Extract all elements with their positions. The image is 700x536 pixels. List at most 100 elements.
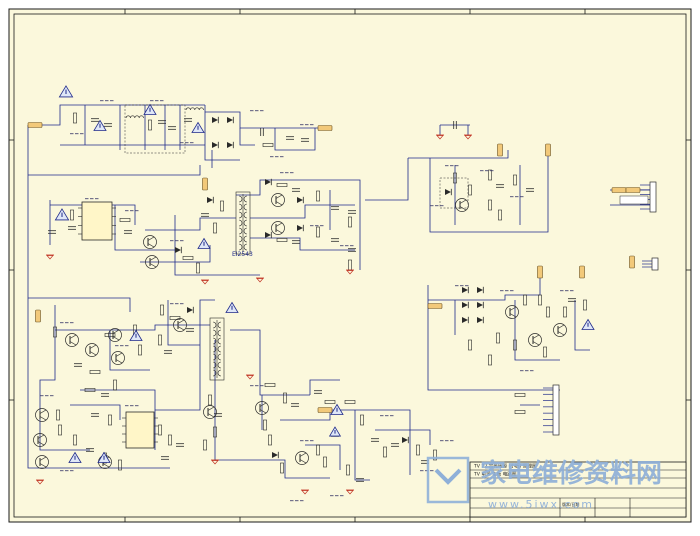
transistor-collector bbox=[39, 409, 47, 414]
drawing-frame-inner bbox=[13, 13, 687, 518]
net-label-mark bbox=[440, 440, 444, 442]
wire bbox=[354, 410, 370, 481]
net-label-mark bbox=[125, 405, 129, 407]
net-label-mark bbox=[175, 240, 179, 242]
resistor-symbol bbox=[563, 306, 567, 318]
net-label-mark bbox=[320, 225, 324, 227]
resistor-symbol bbox=[73, 434, 77, 446]
diode-symbol bbox=[227, 142, 233, 148]
net-label-mark bbox=[180, 142, 184, 144]
wire bbox=[250, 237, 355, 251]
transformer-winding bbox=[243, 235, 248, 243]
transformer-winding bbox=[243, 211, 248, 219]
transistor-emitter bbox=[532, 341, 540, 346]
connector-tag bbox=[619, 195, 649, 205]
transistor-collector bbox=[112, 329, 120, 334]
components bbox=[27, 85, 659, 502]
resistor-symbol bbox=[416, 444, 420, 456]
title-line-1: TV 72 背光电源 (小板) 原理图 bbox=[473, 463, 537, 470]
transistor-symbol bbox=[65, 333, 79, 347]
net-label-mark bbox=[510, 290, 514, 292]
net-label-mark bbox=[105, 100, 109, 102]
resistor-symbol bbox=[360, 414, 364, 426]
net-label-mark bbox=[380, 415, 384, 417]
transistor-emitter bbox=[177, 326, 185, 331]
net-label-mark bbox=[90, 198, 94, 200]
ic-chip bbox=[81, 201, 113, 241]
net-label-mark bbox=[520, 370, 524, 372]
net-label-mark bbox=[480, 170, 484, 172]
resistor-symbol bbox=[468, 339, 472, 351]
resistor-symbol bbox=[168, 434, 172, 446]
net-label-mark bbox=[565, 290, 569, 292]
transistor-collector bbox=[69, 334, 77, 339]
net-label-mark bbox=[310, 440, 314, 442]
transistor-collector bbox=[89, 344, 97, 349]
transistor-collector bbox=[509, 306, 517, 311]
net-label-mark bbox=[510, 196, 514, 198]
transistor-collector bbox=[459, 199, 467, 204]
resistor-symbol bbox=[324, 400, 336, 404]
diode-symbol bbox=[265, 179, 271, 185]
diode-symbol bbox=[187, 307, 193, 313]
net-label-mark bbox=[285, 172, 289, 174]
transistor-emitter bbox=[39, 463, 47, 468]
diode-symbol bbox=[462, 302, 468, 308]
wire bbox=[375, 429, 431, 445]
net-label-mark bbox=[270, 156, 274, 158]
transistor-emitter bbox=[37, 441, 45, 446]
net-label-mark bbox=[340, 245, 344, 247]
net-label-mark bbox=[260, 385, 264, 387]
transistor-symbol bbox=[35, 408, 49, 422]
wire bbox=[39, 305, 56, 405]
watermark: 家电维修资料网 www.5iwx.com bbox=[426, 456, 662, 511]
wire bbox=[145, 217, 236, 231]
net-label-mark bbox=[420, 470, 424, 472]
transistor-collector bbox=[39, 456, 47, 461]
transformer-winding bbox=[217, 345, 222, 353]
wire bbox=[28, 297, 131, 312]
transistor-symbol bbox=[295, 451, 309, 465]
resistor-symbol bbox=[316, 190, 320, 202]
transformer-winding bbox=[212, 369, 217, 377]
ic-chip bbox=[125, 411, 155, 449]
net-port-tag bbox=[427, 303, 443, 309]
diode-symbol bbox=[175, 247, 181, 253]
diode-symbol bbox=[297, 225, 303, 231]
optocoupler-outline bbox=[439, 177, 469, 209]
net-label-mark bbox=[65, 322, 69, 324]
transistor-emitter bbox=[299, 459, 307, 464]
resistor-symbol bbox=[280, 462, 284, 474]
net-label-mark bbox=[135, 405, 139, 407]
net-label-mark bbox=[525, 370, 529, 372]
net-label-mark bbox=[570, 290, 574, 292]
resistor-symbol bbox=[89, 370, 101, 374]
resistor-symbol bbox=[213, 426, 217, 438]
wire bbox=[114, 205, 175, 251]
resistor-symbol bbox=[346, 464, 350, 476]
transformer-winding bbox=[217, 361, 222, 369]
net-label-mark bbox=[300, 500, 304, 502]
transistor-collector bbox=[207, 406, 215, 411]
transistor-emitter bbox=[275, 229, 283, 234]
net-label-mark bbox=[455, 165, 459, 167]
transformer-winding bbox=[212, 345, 217, 353]
resistor-symbol bbox=[262, 143, 274, 147]
resistor-symbol bbox=[84, 388, 96, 392]
net-label-mark bbox=[350, 245, 354, 247]
transistor-emitter bbox=[39, 416, 47, 421]
net-label-mark bbox=[440, 205, 444, 207]
net-label-mark bbox=[130, 405, 134, 407]
transformer-label: EI2543 bbox=[232, 251, 253, 258]
wire bbox=[236, 179, 300, 196]
wire bbox=[205, 111, 320, 129]
resistor-symbol bbox=[148, 119, 152, 131]
resistor-symbol bbox=[513, 339, 517, 351]
net-label-mark bbox=[255, 385, 259, 387]
wire bbox=[574, 300, 590, 351]
watermark-brand: 家电维修资料网 bbox=[480, 458, 662, 489]
diode-symbol bbox=[477, 287, 483, 293]
ground-symbol bbox=[36, 480, 44, 485]
ground-symbol bbox=[246, 375, 254, 380]
net-label-mark bbox=[180, 303, 184, 305]
